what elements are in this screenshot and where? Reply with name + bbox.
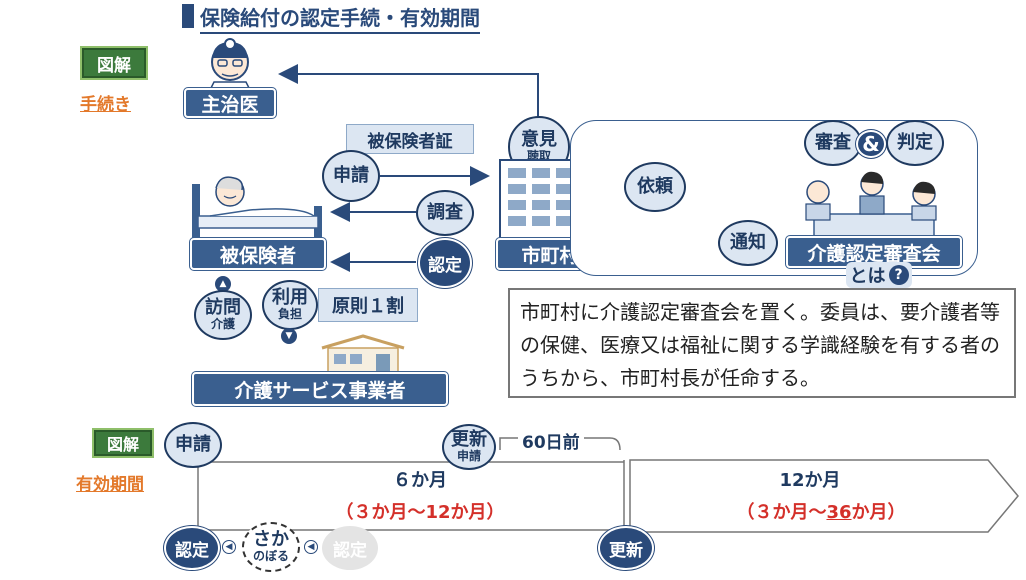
provider-label: 介護サービス事業者 (192, 372, 448, 406)
timeline-apply-circle: 申請 (164, 422, 222, 468)
visit-care-circle: 訪問 介護 (194, 290, 252, 340)
doctor-illustration (209, 38, 251, 90)
insurance-card-label: 被保険者証 (346, 124, 474, 154)
committee-explanation: 市町村に介護認定審査会を置く。委員は、要介護者等の保健、医療又は福祉に関する学識… (508, 288, 1016, 398)
retro-sub: のぼる (252, 549, 289, 564)
notify-circle: 通知 (718, 220, 778, 266)
renewal-apply-main: 更新 (451, 429, 487, 451)
second-range-highlight: 36 (826, 502, 852, 523)
insured-bed-illustration (192, 176, 322, 240)
second-range-suffix: か月） (851, 502, 906, 523)
faded-certify-circle: 認定 (322, 526, 378, 570)
renewal-apply-circle: 更新 申請 (442, 424, 496, 470)
review-circle: 審査 (804, 120, 862, 166)
certify-circle: 認定 (418, 238, 472, 288)
triangle-up-icon: ▲ (215, 276, 231, 292)
procedure-link[interactable]: 手続き (80, 95, 131, 115)
committee-members-illustration (805, 171, 937, 237)
retro-main: さか (253, 529, 289, 551)
zukai-badge-validity: 図解 (92, 428, 154, 458)
use-main: 利用 (272, 287, 308, 309)
timeline-certify-circle: 認定 (164, 526, 220, 570)
apply-circle: 申請 (322, 150, 380, 202)
left-arrow-icon: ◀ (222, 540, 236, 554)
second-range: （３か月～36か月） (716, 498, 926, 524)
committee-whatis[interactable]: とは ? (846, 262, 912, 288)
provider-building (321, 334, 405, 374)
principle-ten-percent: 原則１割 (318, 288, 418, 322)
opinion-main: 意見 (521, 129, 557, 151)
opinion-to-doctor-arrow (278, 64, 539, 120)
second-range-prefix: （３か月～ (736, 502, 827, 523)
renewal-apply-sub: 申請 (456, 449, 481, 464)
sixty-days-bracket (499, 437, 621, 451)
ampersand-circle: & (856, 130, 886, 158)
timeline-arrow-2 (629, 459, 1019, 533)
zukai-badge-procedure: 図解 (80, 46, 148, 80)
insured-label: 被保険者 (190, 238, 326, 270)
first-range: （３か月～12か月） (335, 502, 505, 523)
visit-sub: 介護 (210, 317, 235, 332)
second-period: 12か月 (779, 470, 841, 491)
triangle-down-icon: ▼ (281, 328, 297, 344)
validity-link[interactable]: 有効期間 (76, 475, 144, 495)
request-circle: 依頼 (624, 162, 686, 212)
question-icon: ? (888, 265, 909, 285)
use-sub: 負担 (277, 307, 302, 322)
survey-circle: 調査 (416, 190, 474, 236)
retroactive-circle: さか のぼる (242, 522, 300, 572)
use-burden-circle: 利用 負担 (262, 280, 318, 330)
left-arrow-icon: ◀ (304, 540, 318, 554)
judge-circle: 判定 (886, 120, 944, 166)
doctor-label: 主治医 (184, 88, 276, 118)
committee-label: 介護認定審査会 (786, 236, 962, 268)
visit-main: 訪問 (205, 297, 241, 319)
title-accent-bar (182, 4, 194, 28)
sixty-days-before: 60日前 (518, 428, 584, 453)
first-period: ６か月 (393, 470, 447, 491)
page-title: 保険給付の認定手続・有効期間 (200, 2, 480, 34)
toha-text: とは (849, 266, 886, 287)
renewal-circle: 更新 (598, 526, 654, 570)
